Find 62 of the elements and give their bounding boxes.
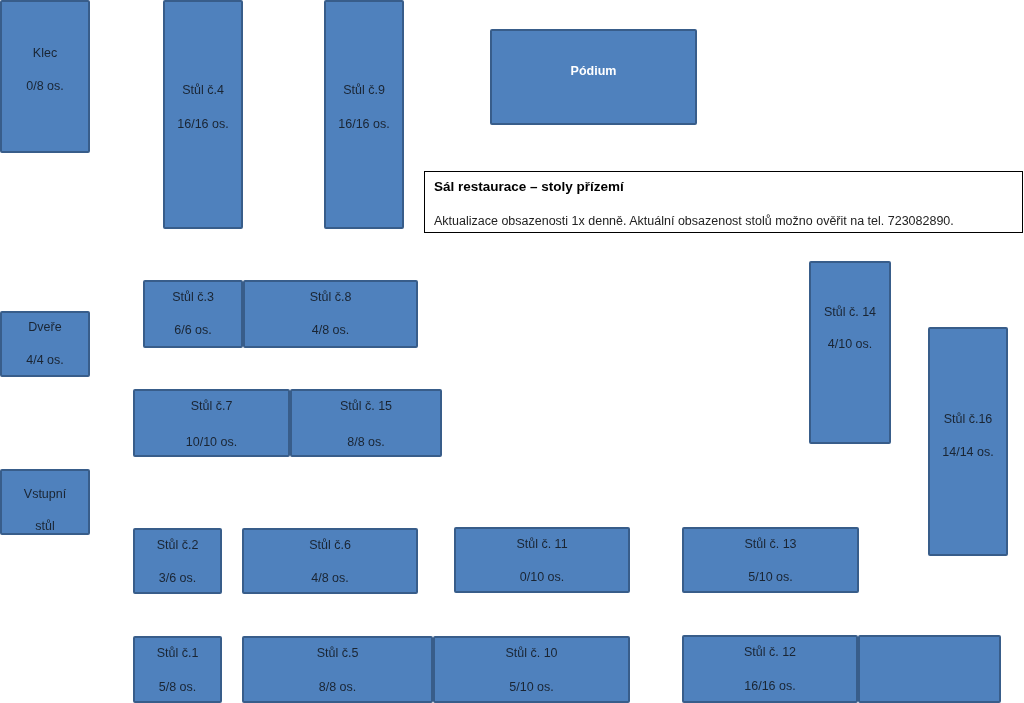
table: [242, 528, 418, 594]
table-name: Stůl č. 12: [743, 645, 797, 660]
table: [809, 261, 891, 444]
area-name: Klec: [32, 46, 58, 61]
table: [928, 327, 1008, 556]
occupancy-text: 5/10 os.: [509, 680, 554, 695]
occupancy-text: 5/10 os.: [748, 570, 793, 585]
notice-title: Sál restaurace – stoly přízemí: [434, 179, 624, 194]
occupancy-text: 0/8 os.: [26, 79, 64, 94]
table: [682, 635, 858, 703]
occupancy-text: 10/10 os.: [185, 435, 238, 450]
occupancy-text: 8/8 os.: [347, 435, 385, 450]
stage-label: Pódium: [570, 64, 617, 79]
table: [133, 389, 290, 457]
seating-area: [0, 311, 90, 377]
table: [243, 280, 418, 348]
occupancy-text: 16/16 os.: [744, 679, 796, 694]
table-name: Stůl č. 11: [516, 537, 568, 552]
table-name: Stůl č.7: [190, 399, 233, 414]
seating-area: [0, 0, 90, 153]
area-name: Dveře: [28, 320, 62, 335]
table: [133, 636, 222, 703]
seating-area: [0, 469, 90, 535]
occupancy-text: 4/8 os.: [311, 571, 349, 586]
table: [290, 389, 442, 457]
table: [433, 636, 630, 703]
table-name: Stůl č.16: [943, 412, 993, 427]
occupancy-text: 4/4 os.: [26, 353, 64, 368]
table-name: Stůl č.8: [309, 290, 352, 305]
table: [858, 635, 1001, 703]
table-name: Stůl č.6: [309, 538, 351, 553]
table: [163, 0, 243, 229]
table-name: Stůl č. 13: [744, 537, 797, 552]
table-name: Stůl č.5: [316, 646, 359, 661]
occupancy-text: 16/16 os.: [177, 117, 229, 132]
occupancy-text: 8/8 os.: [318, 680, 357, 695]
table: [682, 527, 859, 593]
table: [454, 527, 630, 593]
table: [143, 280, 243, 348]
table-name: Stůl č.2: [156, 538, 199, 553]
notice-text: Aktualizace obsazenosti 1x denně. Aktuální obsazenost stolů možno ověřit na tel. 723082890.: [434, 214, 954, 229]
occupancy-text: 4/8 os.: [311, 323, 350, 338]
notice-box: [424, 171, 1023, 233]
table: [133, 528, 222, 594]
occupancy-text: 4/10 os.: [827, 337, 873, 352]
table-name: Stůl č. 10: [505, 646, 558, 661]
occupancy-text: 0/10 os.: [519, 570, 565, 585]
occupancy-text: 5/8 os.: [158, 680, 197, 695]
area-name: Vstupní stůl: [22, 486, 68, 535]
occupancy-text: 6/6 os.: [174, 323, 212, 338]
table: [324, 0, 404, 229]
occupancy-text: 3/6 os.: [158, 571, 197, 586]
table-name: Stůl č.9: [343, 83, 385, 98]
occupancy-text: 16/16 os.: [338, 117, 390, 132]
table-name: Stůl č.4: [182, 83, 224, 98]
table: [242, 636, 433, 703]
stage: [490, 29, 697, 125]
table-name: Stůl č. 15: [339, 399, 393, 414]
occupancy-text: 14/14 os.: [942, 445, 994, 460]
table-name: Stůl č. 14: [823, 305, 877, 320]
table-name: Stůl č.1: [156, 646, 199, 661]
table-name: Stůl č.3: [172, 290, 214, 305]
